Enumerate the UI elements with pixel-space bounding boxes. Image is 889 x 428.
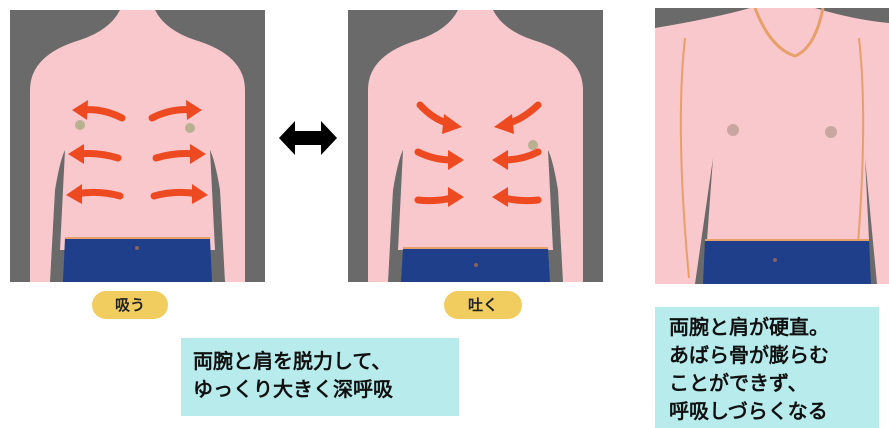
tense-posture-illustration [655,8,889,284]
exhale-torso-illustration [348,10,603,282]
arrow-inward-left-3 [418,198,452,201]
tense-posture-caption: 両腕と肩が硬直。 あばら骨が膨らむ ことができず、 呼吸しづらくなる [655,307,879,428]
arrow-outward-right-3 [154,192,198,196]
exhale-label: 吐く [444,291,522,319]
arrow-inward-right-3 [504,198,538,201]
inhale-label: 吸う [92,291,168,319]
relaxed-breathing-caption: 両腕と肩を脱力して、 ゆっくり大きく深呼吸 [181,338,459,416]
arrow-outward-left-3 [76,192,120,196]
double-headed-arrow-icon [277,117,339,159]
inhale-torso-illustration [10,10,265,282]
